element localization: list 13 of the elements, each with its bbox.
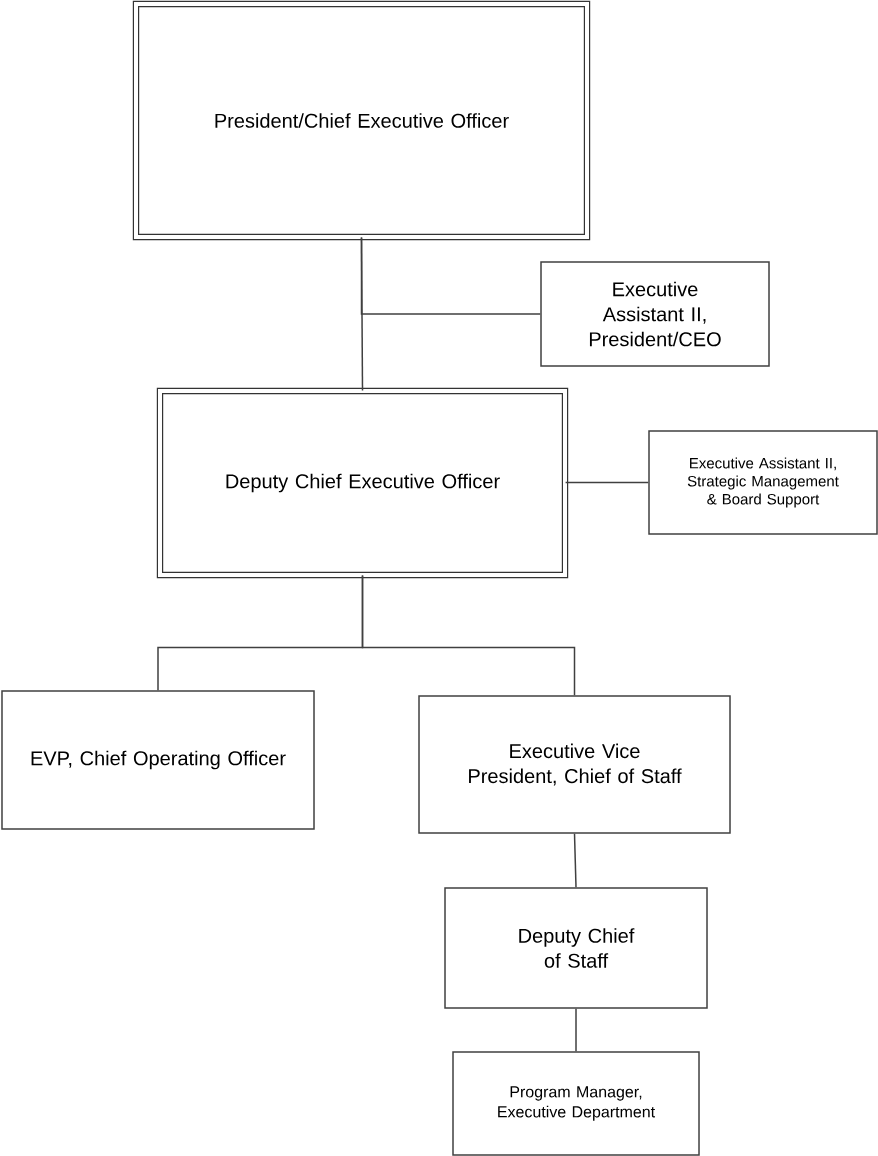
connector-line (575, 1008, 577, 1052)
org-box: Deputy Chief Executive Officer (156, 387, 569, 579)
connector-line (360, 236, 541, 315)
connector-line (564, 481, 649, 484)
org-box: Program Manager, Executive Department (452, 1051, 700, 1156)
org-box: Executive Assistant II, Strategic Management & Board Support (648, 430, 878, 535)
org-box: President/Chief Executive Officer (132, 0, 591, 241)
org-box: EVP, Chief Operating Officer (1, 690, 315, 830)
connector-line (573, 833, 577, 888)
org-box: Executive Assistant II, President/CEO (540, 261, 770, 367)
org-box: Deputy Chief of Staff (444, 887, 708, 1009)
connector-line (361, 574, 576, 696)
org-box: Executive Vice President, Chief of Staff (418, 695, 731, 834)
